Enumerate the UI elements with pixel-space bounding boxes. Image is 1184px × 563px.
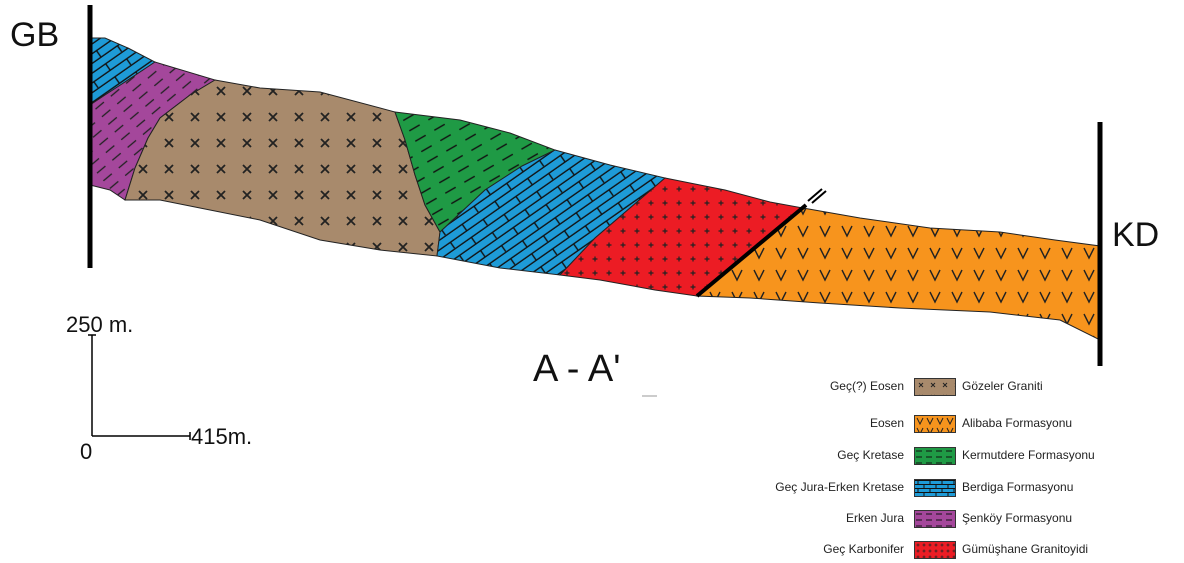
legend-name: Berdiga Formasyonu (962, 480, 1073, 494)
section-end-left-label: GB (10, 18, 59, 52)
legend-age: Geç Jura-Erken Kretase (775, 480, 904, 494)
legend-swatch (914, 415, 956, 433)
legend-swatch (914, 447, 956, 465)
legend-swatch (914, 378, 956, 396)
legend-name: Kermutdere Formasyonu (962, 448, 1095, 462)
section-title: A - A' (533, 350, 621, 388)
legend-item-alibaba: Eosen Alibaba Formasyonu (740, 415, 1140, 433)
legend-swatch (914, 541, 956, 559)
legend-age: Geç(?) Eosen (830, 379, 904, 393)
legend-item-gumushane: Geç Karbonifer Gümüşhane Granitoyidi (740, 541, 1140, 559)
legend-item-kermutdere: Geç Kretase Kermutdere Formasyonu (740, 447, 1140, 465)
scale-horizontal-label: 415m. (191, 426, 252, 448)
legend-age: Geç Karbonifer (823, 542, 904, 556)
legend-name: Gümüşhane Granitoyidi (962, 542, 1088, 556)
legend-age: Erken Jura (846, 511, 904, 525)
legend-item-berdiga: Geç Jura-Erken Kretase Berdiga Formasyon… (740, 479, 1140, 497)
legend-swatch (914, 479, 956, 497)
section-end-right-label: KD (1112, 218, 1159, 252)
legend-age: Geç Kretase (837, 448, 904, 462)
legend-swatch (914, 510, 956, 528)
legend-age: Eosen (870, 416, 904, 430)
legend-name: Alibaba Formasyonu (962, 416, 1072, 430)
legend-item-gozeler: Geç(?) Eosen Gözeler Graniti (740, 378, 1140, 396)
scale-vertical-label: 250 m. (66, 314, 133, 336)
scale-origin-label: 0 (80, 441, 92, 463)
legend-item-senkoy: Erken Jura Şenköy Formasyonu (740, 510, 1140, 528)
legend-name: Şenköy Formasyonu (962, 511, 1072, 525)
legend-name: Gözeler Graniti (962, 379, 1043, 393)
